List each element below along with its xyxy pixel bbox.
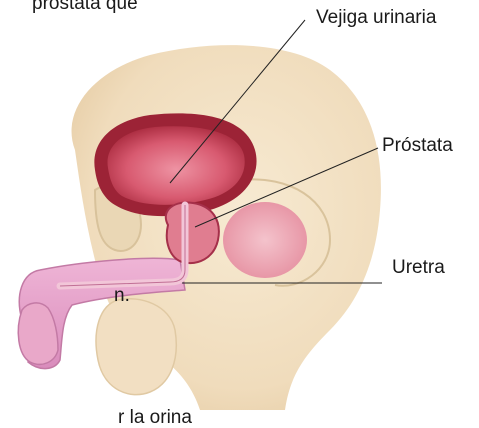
label-prostate: Próstata (382, 136, 453, 155)
cut-text-bottom: r la orina (118, 408, 192, 427)
prostate (166, 202, 219, 263)
label-bladder: Vejiga urinaria (316, 8, 436, 27)
cut-text-top: próstata que (32, 0, 138, 13)
label-urethra: Uretra (392, 258, 445, 277)
scrotum (96, 299, 176, 395)
cut-text-mid: n. (114, 286, 130, 305)
rectum (223, 202, 307, 278)
